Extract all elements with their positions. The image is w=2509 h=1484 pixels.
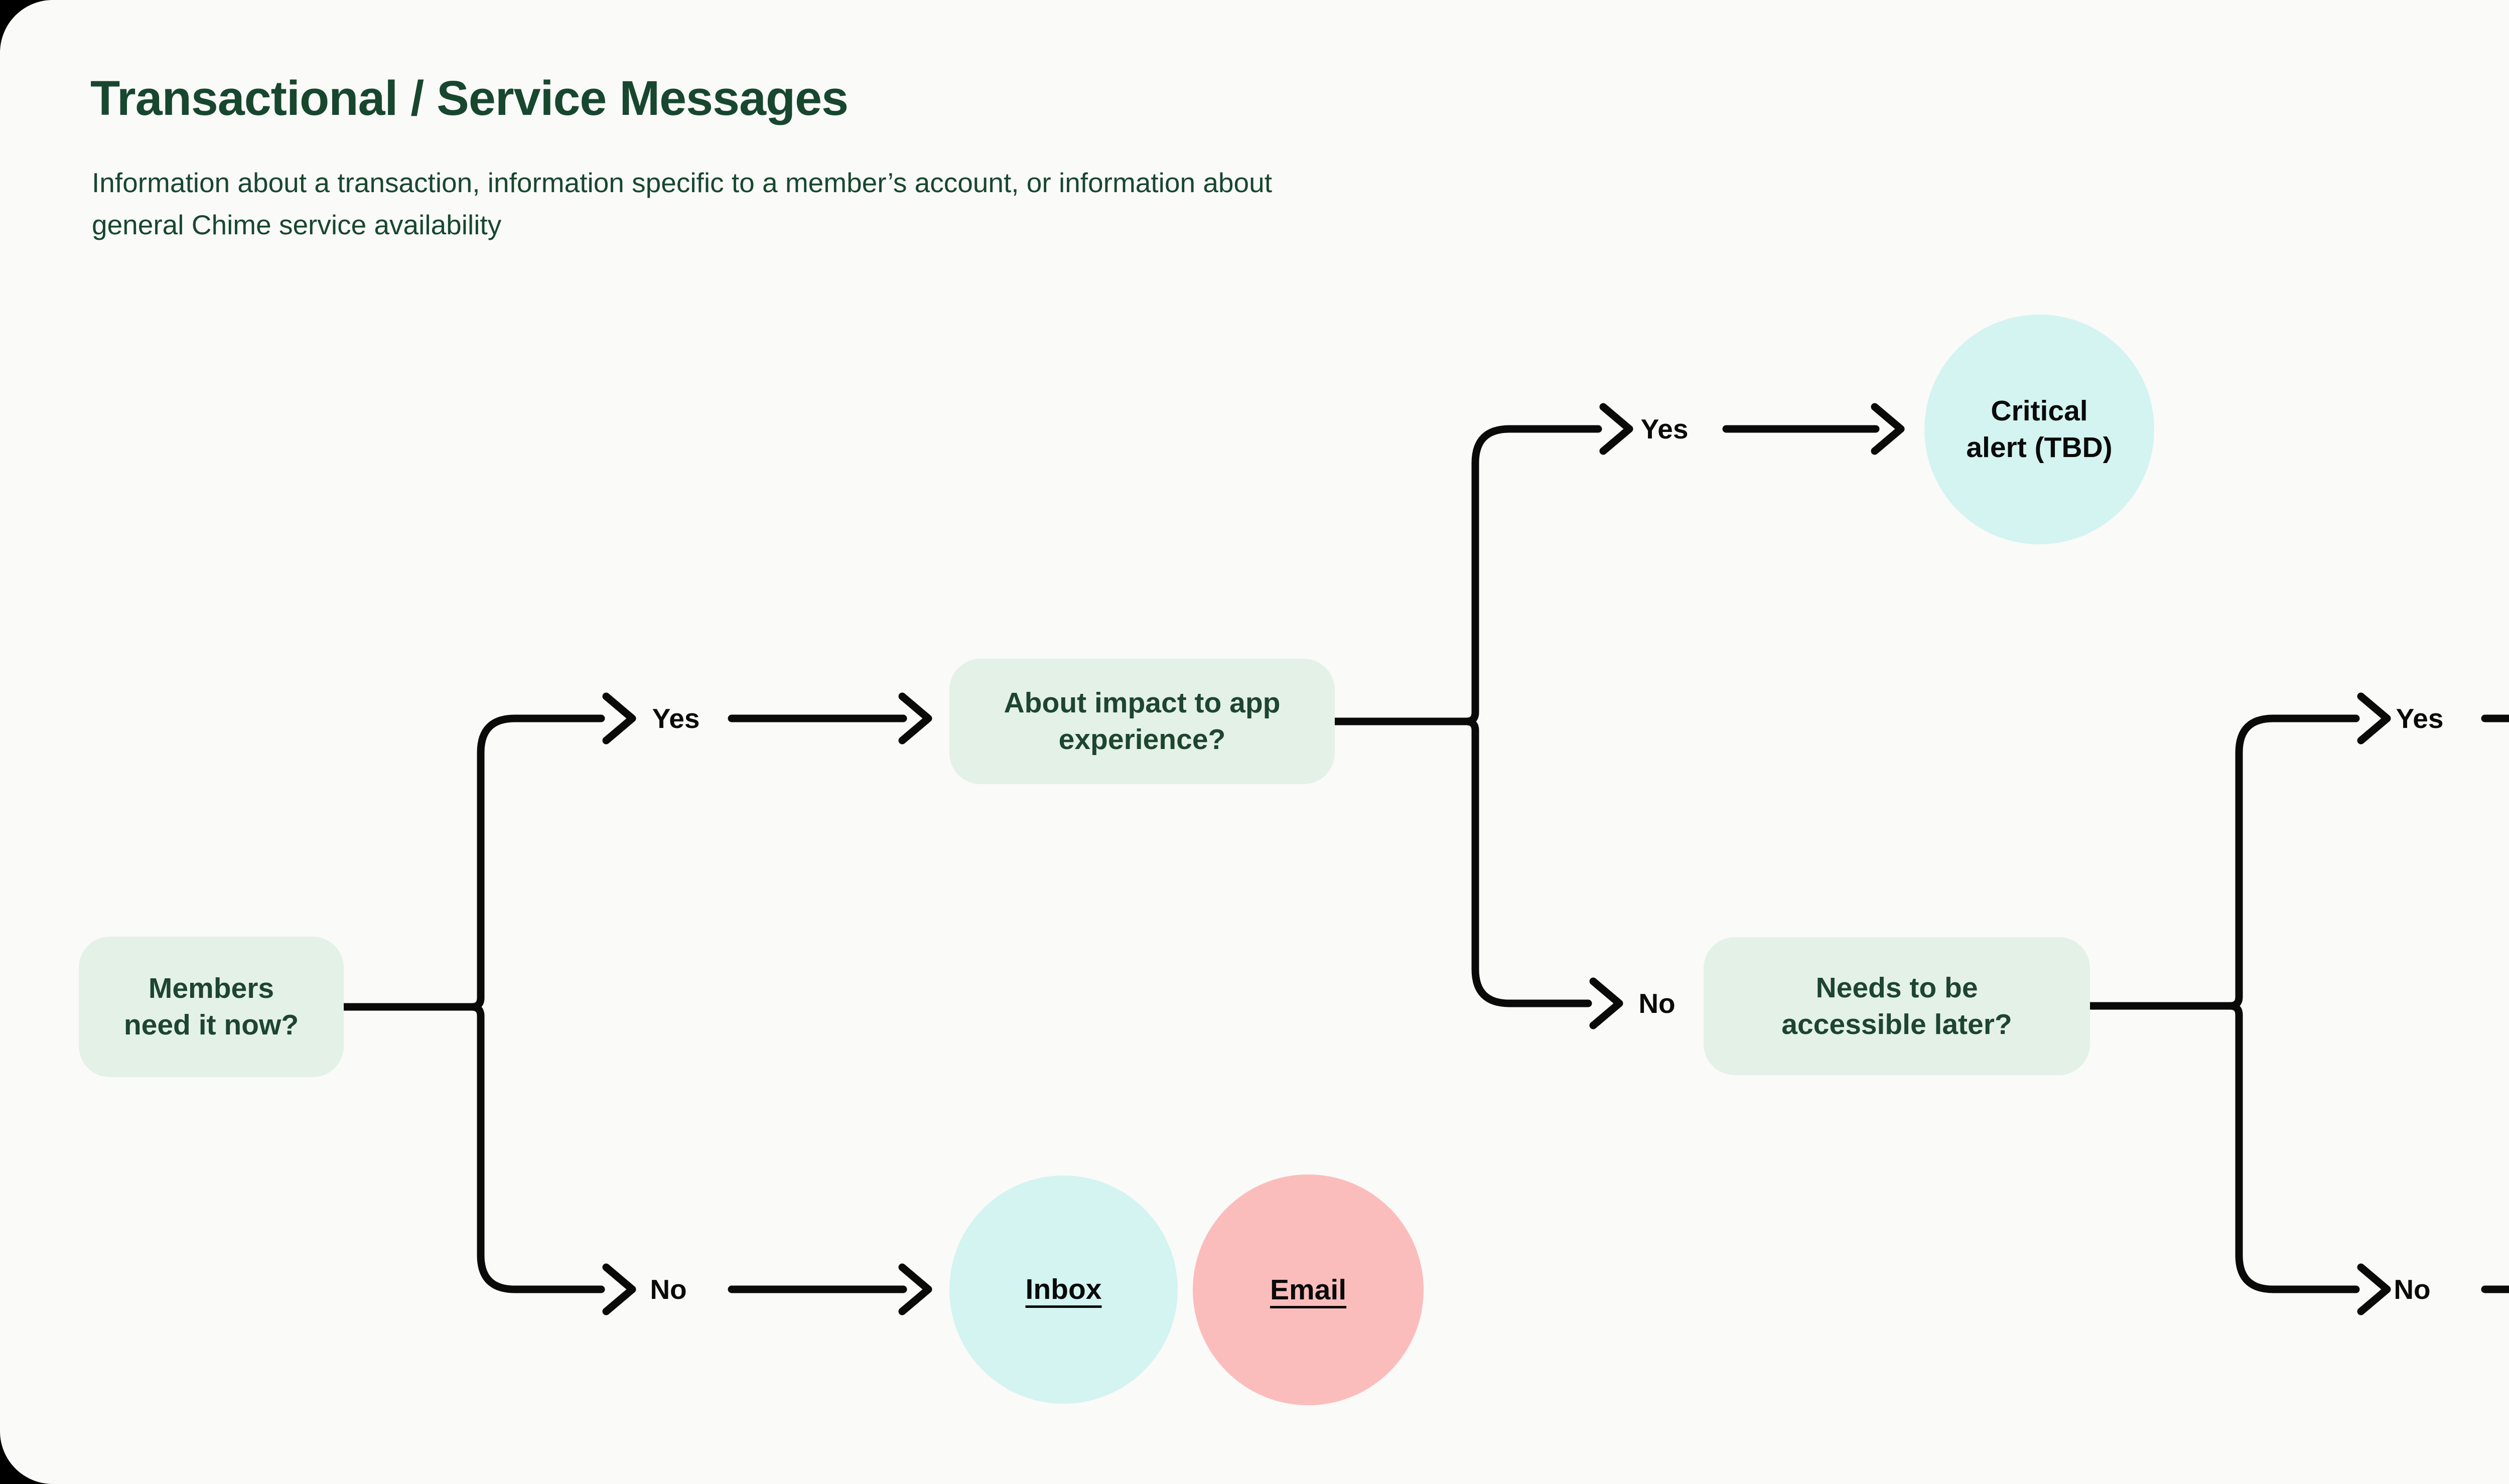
- branch-members-yes-arrowhead: [602, 692, 636, 745]
- branch-label-members-yes: Yes: [652, 703, 700, 734]
- arrow-no-to-inbox-bottom-head: [898, 1263, 932, 1315]
- node-critical-alert-line2: alert (TBD): [1966, 431, 2113, 464]
- node-needs-later-question: Needs to be accessible later?: [1704, 937, 2090, 1075]
- node-about-impact-line2: experience?: [1058, 723, 1226, 756]
- branch-impact-yes-arrowhead: [1599, 403, 1633, 455]
- branch-needs-no-line: [2086, 1002, 2360, 1293]
- branch-label-impact-yes: Yes: [1640, 413, 1689, 444]
- node-about-impact-line1: About impact to app: [1004, 687, 1281, 719]
- node-email-bottom-circle: Email: [1193, 1174, 1424, 1405]
- branch-label-needs-yes: Yes: [2396, 703, 2444, 734]
- branch-label-needs-no: No: [2394, 1274, 2431, 1305]
- branch-label-impact-no: No: [1638, 988, 1676, 1019]
- node-members-line2: need it now?: [123, 1009, 299, 1041]
- node-critical-alert-circle: Critical alert (TBD): [1924, 315, 2154, 544]
- branch-needs-no-arrowhead: [2357, 1263, 2391, 1315]
- node-members-question: Members need it now?: [79, 937, 344, 1077]
- node-inbox-bottom-label: Inbox: [1025, 1273, 1102, 1305]
- node-critical-alert-line1: Critical: [1991, 395, 2088, 427]
- node-needs-later-line2: accessible later?: [1781, 1008, 2012, 1041]
- branch-members-yes-line: [340, 714, 605, 1011]
- node-members-line1: Members: [148, 972, 274, 1004]
- node-needs-later-line1: Needs to be: [1816, 971, 1978, 1004]
- arrow-yes-to-about-impact-head: [898, 692, 932, 745]
- arrow-yes-to-critical-alert-head: [1871, 403, 1905, 455]
- branch-members-no-line: [340, 1003, 605, 1293]
- node-about-impact-question: About impact to app experience?: [949, 659, 1335, 784]
- branch-needs-yes-line: [2086, 714, 2360, 1010]
- branch-impact-yes-line: [1331, 425, 1602, 725]
- page-subtitle-line2: general Chime service availability: [92, 209, 502, 240]
- node-inbox-bottom-circle: Inbox: [949, 1175, 1178, 1404]
- node-email-bottom-label: Email: [1270, 1273, 1347, 1306]
- page-title: Transactional / Service Messages: [90, 71, 849, 125]
- branch-label-members-no: No: [650, 1274, 687, 1305]
- branch-impact-no-arrowhead: [1589, 977, 1623, 1029]
- page-subtitle: Information about a transaction, informa…: [92, 162, 1272, 246]
- branch-needs-yes-arrowhead: [2357, 692, 2391, 745]
- page-subtitle-line1: Information about a transaction, informa…: [92, 167, 1272, 198]
- branch-members-no-arrowhead: [602, 1263, 636, 1315]
- branch-impact-no-line: [1331, 717, 1592, 1007]
